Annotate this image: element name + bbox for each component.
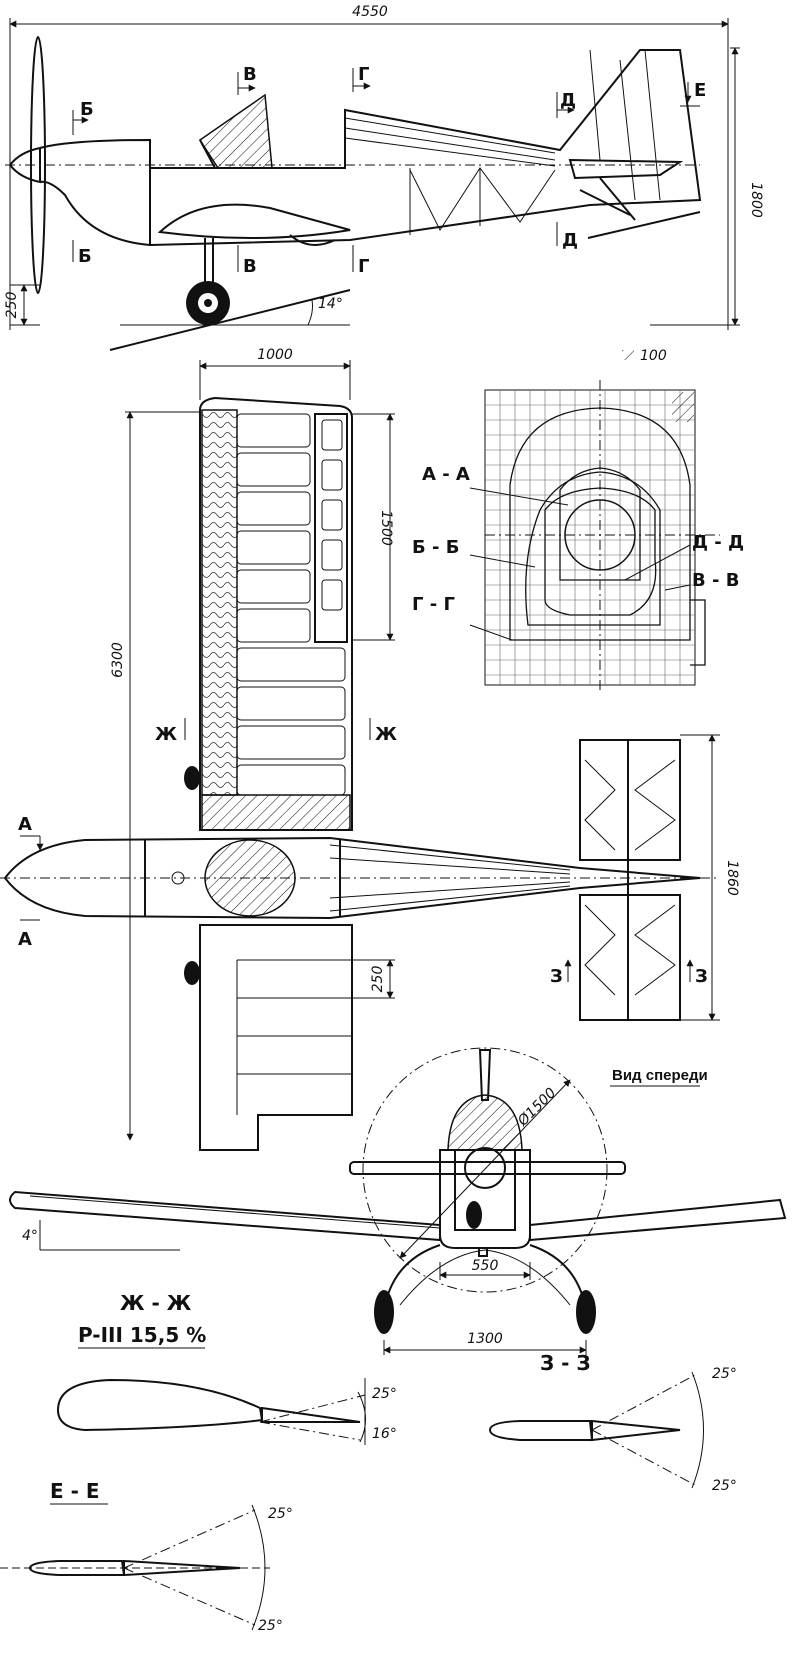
mark-zh-right: Ж bbox=[375, 724, 397, 745]
angle-dihedral: 4° bbox=[22, 1228, 38, 1244]
section-dd: Д - Д bbox=[692, 532, 744, 553]
title-e-e: Е - Е bbox=[50, 1479, 100, 1503]
section-vv: В - В bbox=[692, 570, 739, 591]
angle-e-up: 25° bbox=[268, 1506, 293, 1522]
title-profile: P-III 15,5 % bbox=[78, 1323, 206, 1347]
mark-v-bottom: В bbox=[243, 256, 257, 277]
angle-z-up: 25° bbox=[712, 1366, 737, 1382]
mark-g-top: Г bbox=[358, 64, 369, 85]
mark-z-left: З bbox=[550, 966, 563, 987]
side-view: 4550 bbox=[4, 4, 764, 351]
mark-d-bottom: Д bbox=[562, 230, 578, 251]
angle-z-down: 25° bbox=[712, 1478, 737, 1494]
dim-aileron: 1500 bbox=[378, 510, 394, 546]
dim-span: 6300 bbox=[110, 642, 126, 678]
section-marks-side: Б Б В В Г Г Д Д Е bbox=[72, 64, 706, 277]
mark-v-top: В bbox=[243, 64, 257, 85]
front-view-title: Вид спереди bbox=[612, 1067, 708, 1084]
mark-zh-left: Ж bbox=[155, 724, 177, 745]
angle-ground: 14° bbox=[318, 296, 343, 312]
angle-zh-down: 16° bbox=[372, 1426, 397, 1442]
mark-z-right: З bbox=[695, 966, 708, 987]
dim-tail-span: 1860 bbox=[724, 860, 740, 896]
dim-chord: 1000 bbox=[257, 347, 293, 363]
mark-a-top: А bbox=[18, 814, 32, 835]
dim-track: 1300 bbox=[467, 1331, 503, 1347]
section-bb: Б - Б bbox=[412, 537, 459, 558]
dim-height: 1800 bbox=[748, 182, 764, 218]
title-zh-zh: Ж - Ж bbox=[120, 1291, 192, 1315]
title-z-z: З - З bbox=[540, 1351, 591, 1375]
mark-b-top: Б bbox=[80, 99, 94, 120]
mark-d-top: Д bbox=[560, 90, 576, 111]
section-zh-zh: Ж - Ж P-III 15,5 % 25° 16° bbox=[56, 1291, 397, 1445]
dim-prop-height: 250 bbox=[4, 292, 20, 319]
section-aa: А - А bbox=[422, 464, 470, 485]
mark-a-bottom: А bbox=[18, 929, 32, 950]
dim-length: 4550 bbox=[352, 4, 388, 20]
dim-prop-diameter: Ø1500 bbox=[514, 1085, 559, 1130]
section-e-e: Е - Е 25° 25° bbox=[0, 1479, 293, 1634]
scale-label: 100 bbox=[640, 348, 667, 364]
angle-zh-up: 25° bbox=[372, 1386, 397, 1402]
angle-e-down: 25° bbox=[258, 1618, 283, 1634]
mark-b-bottom: Б bbox=[78, 246, 92, 267]
top-view: 1000 6300 1500 bbox=[0, 347, 740, 1151]
dim-flap-rib: 250 bbox=[370, 966, 386, 993]
section-z-z: З - З 25° 25° bbox=[488, 1351, 737, 1494]
section-gg: Г - Г bbox=[412, 594, 455, 615]
mark-g-bottom: Г bbox=[358, 256, 369, 277]
cross-sections: 100 А - А Б - Б Г - Г Д - Д В - В bbox=[412, 348, 744, 690]
mark-e: Е bbox=[694, 80, 706, 101]
dim-gear-width: 550 bbox=[472, 1258, 499, 1274]
